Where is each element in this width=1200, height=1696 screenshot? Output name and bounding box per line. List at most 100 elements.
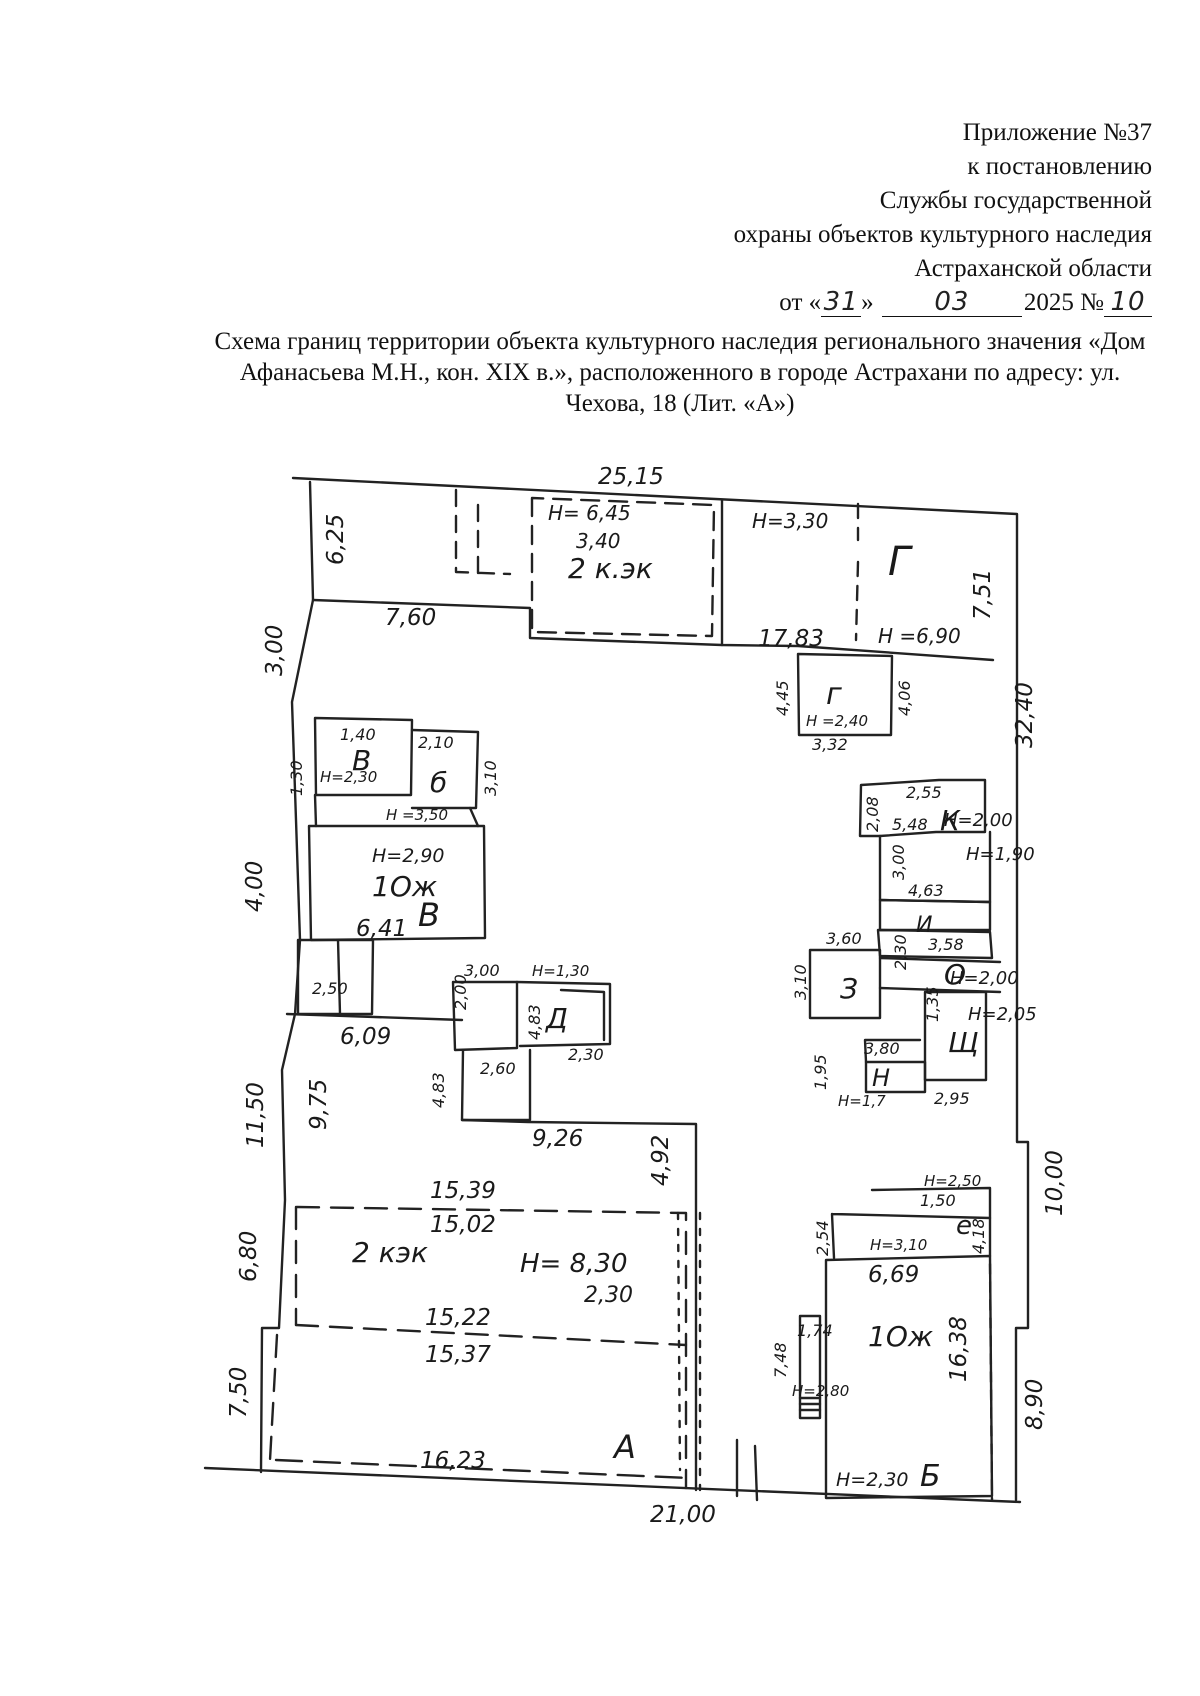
height-830: Н= 8,30 <box>520 1249 628 1279</box>
dim-360: 3,60 <box>826 929 862 948</box>
label-e: е <box>956 1211 972 1241</box>
dim-200: 2,00 <box>451 974 470 1010</box>
building-v <box>307 824 487 942</box>
dim-492: 4,92 <box>648 1135 674 1186</box>
height-130: Н=1,30 <box>532 962 589 980</box>
dim-254: 2,54 <box>813 1220 832 1256</box>
dim-left-g: 7,50 <box>226 1367 252 1418</box>
label-1zh-right: 1Ож <box>868 1320 933 1353</box>
dim-295: 2,95 <box>934 1089 970 1108</box>
building-k <box>858 778 987 838</box>
dim-418: 4,18 <box>969 1218 988 1254</box>
label-b-small-left: б <box>430 766 447 799</box>
dim-right-upper: 32,40 <box>1012 682 1038 748</box>
dim-174: 1,74 <box>797 1321 833 1340</box>
building-shch <box>923 990 988 1082</box>
dim-145: 4,45 <box>773 680 792 716</box>
decree-number: 10 <box>1104 288 1152 317</box>
dim-250: 2,50 <box>312 979 348 998</box>
appendix-line-3: Службы государственной <box>879 187 1152 214</box>
dim-380: 3,80 <box>864 1039 900 1058</box>
dim-358: 3,58 <box>928 935 964 954</box>
label-k: К <box>940 804 961 837</box>
dim-left-b: 3,00 <box>262 625 288 676</box>
label-v: В <box>418 896 440 934</box>
label-i: И <box>916 913 932 938</box>
date-day: 31 <box>821 288 862 317</box>
dim-150: 1,50 <box>920 1191 956 1210</box>
height-250: Н=2,50 <box>924 1172 981 1190</box>
height-330: Н=3,30 <box>752 509 828 533</box>
label-z: З <box>840 972 858 1005</box>
dim-332: 3,32 <box>812 735 848 754</box>
dim-left-a: 6,25 <box>323 514 349 565</box>
dim-1539: 15,39 <box>430 1178 496 1204</box>
label-o: О <box>944 958 966 991</box>
height-280: Н=2,80 <box>792 1382 849 1400</box>
dim-230b: 2,30 <box>568 1045 604 1064</box>
dim-1537: 15,37 <box>425 1342 491 1368</box>
dim-230c: 2,30 <box>891 934 910 970</box>
dim-210: 2,10 <box>418 733 454 752</box>
dim-641: 6,41 <box>356 916 407 942</box>
label-g: Г <box>888 539 913 585</box>
building-2kzh <box>530 496 716 638</box>
dim-609: 6,09 <box>340 1024 391 1050</box>
appendix-line-5: Астраханской области <box>914 255 1152 282</box>
dim-right-mid: 10,00 <box>1042 1150 1068 1216</box>
height-340: 3,40 <box>576 529 621 553</box>
label-2kzh-a: 2 кэк <box>352 1236 428 1269</box>
dim-195: 1,95 <box>811 1054 830 1090</box>
date-prefix: от « <box>779 289 822 316</box>
dim-669: 6,69 <box>868 1262 919 1288</box>
height-310: Н=3,10 <box>870 1236 927 1254</box>
dim-left-d: 4,00 <box>242 861 268 912</box>
building-g-outline <box>311 598 995 662</box>
building-ve-small <box>296 938 375 1016</box>
dim-bottom: 21,00 <box>650 1502 716 1528</box>
building-g-small <box>796 652 894 737</box>
building-z <box>808 948 882 1020</box>
dim-300b: 3,00 <box>889 844 908 880</box>
height-230c: 2,30 <box>584 1283 633 1308</box>
height-230: Н=2,30 <box>320 768 377 786</box>
date-month: 03 <box>881 288 1022 317</box>
dim-975: 9,75 <box>306 1079 332 1130</box>
date-year: 2025 № <box>1023 289 1104 316</box>
dim-483a: 4,83 <box>429 1072 448 1108</box>
dim-255: 2,55 <box>906 783 942 802</box>
date-close-quote: » <box>861 289 874 316</box>
height-690: Н =6,90 <box>878 624 961 648</box>
dim-1502: 15,02 <box>430 1212 496 1238</box>
dim-310b: 3,10 <box>791 964 810 1000</box>
label-1zh-left: 1Ож <box>372 870 437 903</box>
dim-1522: 15,22 <box>425 1305 491 1331</box>
dim-208: 2,08 <box>863 796 882 832</box>
height-240: Н =2,40 <box>806 712 868 730</box>
dim-top: 25,15 <box>598 464 664 490</box>
appendix-header: Приложение №37 к постановлению Службы го… <box>734 116 1152 320</box>
dim-130: 1,30 <box>287 760 306 796</box>
height-205: Н=2,05 <box>968 1004 1037 1025</box>
dim-463: 4,63 <box>908 881 944 900</box>
label-g-small: г <box>826 677 842 712</box>
dim-1623: 16,23 <box>420 1448 486 1474</box>
building-d <box>451 980 519 1052</box>
label-d: Д <box>544 1002 568 1035</box>
height-170: Н=1,7 <box>838 1092 886 1110</box>
building-a-outline <box>295 1205 688 1490</box>
dim-483b: 4,83 <box>525 1004 544 1040</box>
height-645: Н= 6,45 <box>548 501 631 525</box>
label-shch: Щ <box>948 1026 979 1059</box>
dim-140: 1,40 <box>340 725 376 744</box>
building-b-small <box>313 716 414 797</box>
dim-right-low: 8,90 <box>1022 1379 1048 1430</box>
height-350: Н =3,50 <box>386 806 448 824</box>
label-n: Н <box>872 1064 890 1092</box>
height-200: Н=2,00 <box>944 810 1013 831</box>
dim-748: 7,48 <box>771 1342 790 1378</box>
appendix-line-2: к постановлению <box>967 153 1152 180</box>
label-b: Б <box>920 1459 941 1494</box>
